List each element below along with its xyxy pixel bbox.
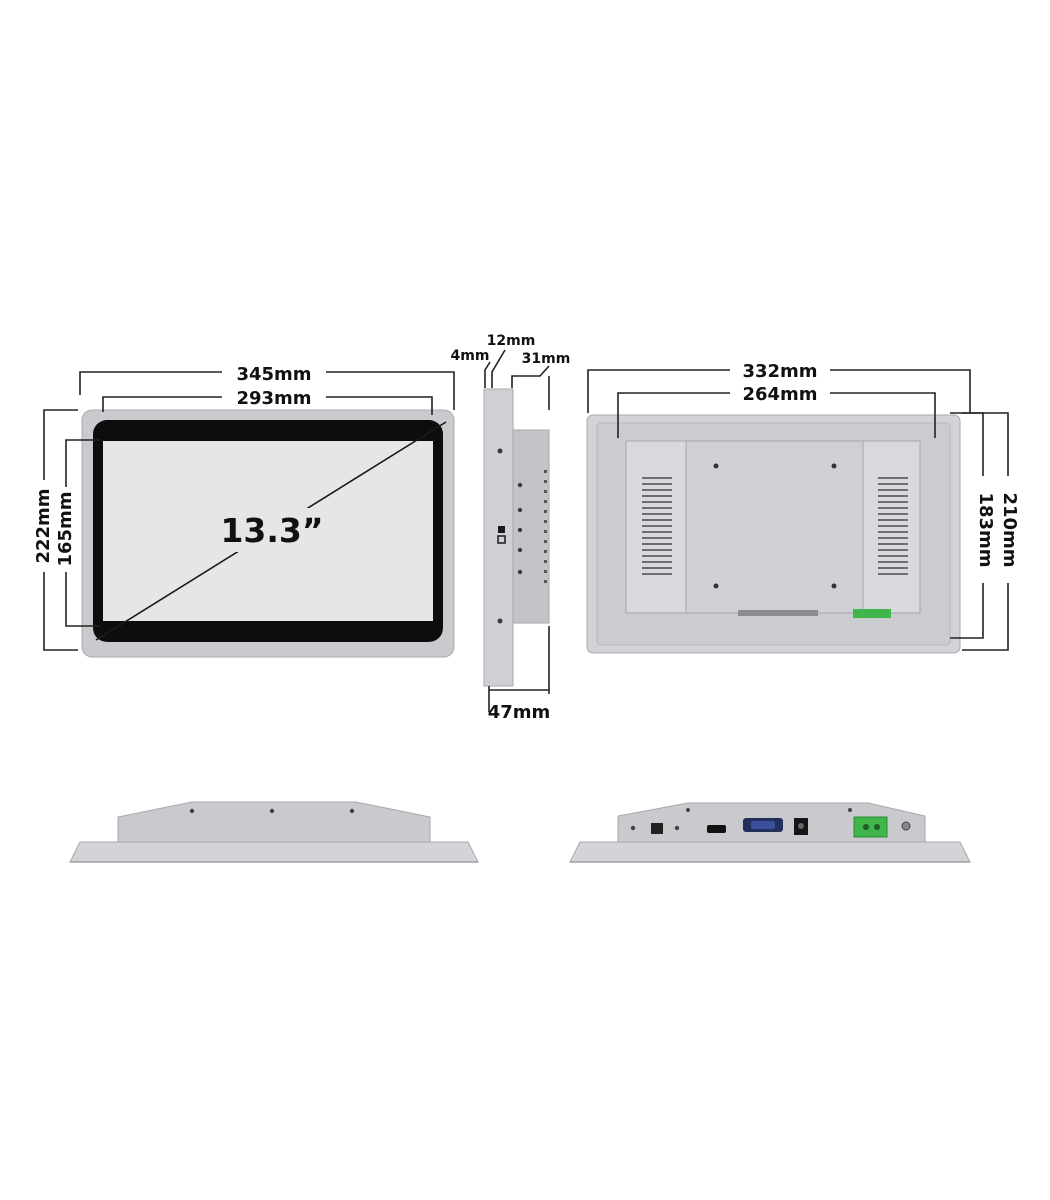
bottom-view-ports — [569, 802, 971, 863]
back-height-outer: 210mm — [999, 492, 1020, 567]
back-width-inner: 264mm — [742, 384, 817, 405]
diagonal-label-bg — [222, 508, 322, 552]
back-width-outer: 332mm — [742, 361, 817, 382]
back-height-inner: 183mm — [975, 492, 996, 567]
back-view: 332mm 264mm 210mm 183mm — [586, 361, 1020, 654]
front-width-outer: 345mm — [236, 364, 311, 385]
power-terminal — [853, 816, 888, 838]
side-view: 4mm 12mm 31mm 47mm — [451, 333, 571, 723]
hdmi-port — [707, 825, 726, 833]
side-panel-label: 12mm — [487, 333, 536, 349]
bottom-view-left — [69, 801, 479, 863]
ground-screw — [901, 821, 911, 831]
side-body-label: 31mm — [522, 351, 571, 367]
usb-port — [651, 823, 663, 834]
front-width-screen: 293mm — [236, 388, 311, 409]
front-view: 13.3” 345mm 293mm 222mm 165mm — [33, 364, 455, 658]
side-bezel-label: 4mm — [451, 348, 490, 364]
side-body — [512, 429, 550, 624]
side-depth-label: 47mm — [488, 702, 551, 723]
front-height-outer: 222mm — [33, 488, 54, 563]
front-height-screen: 165mm — [55, 491, 76, 566]
diagonal-label: 13.3” — [220, 511, 323, 550]
